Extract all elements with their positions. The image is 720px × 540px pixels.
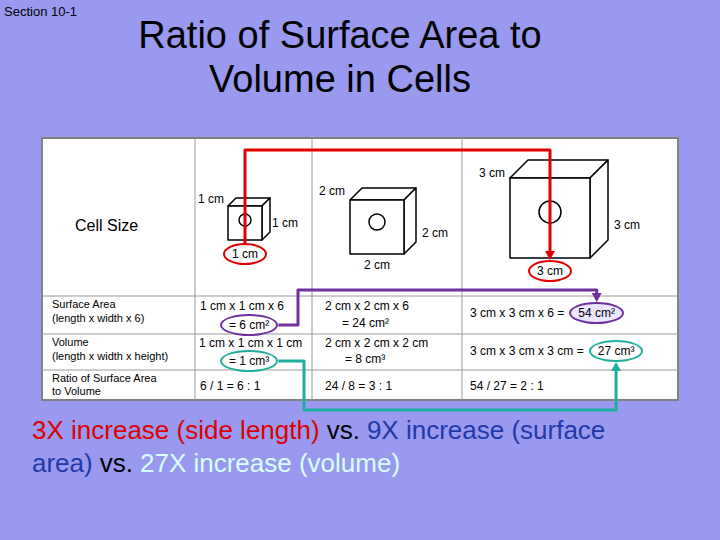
row-note: (length x width x 6)	[52, 312, 144, 325]
connector-arrow	[245, 150, 555, 260]
table-grid	[42, 138, 678, 400]
value-text: 54 cm²	[578, 306, 615, 320]
small-cube	[228, 198, 270, 240]
summary-phrase: 27X increase (volume)	[140, 448, 400, 478]
row-heading: Ratio of Surface Area to Volume	[52, 372, 164, 398]
table-cell: = 24 cm²	[342, 316, 389, 330]
circled-value: 54 cm²	[569, 302, 624, 324]
dimension-label: 1 cm	[272, 216, 298, 230]
circled-value: = 6 cm²	[220, 314, 278, 336]
arrowhead	[592, 293, 602, 302]
dimension-label: 2 cm	[422, 226, 448, 240]
table-cell: 1 cm x 1 cm x 1 cm	[199, 336, 302, 350]
value-text: = 6 cm²	[229, 318, 269, 332]
summary-word: vs.	[327, 415, 360, 445]
table-cell: 2 cm x 2 cm x 6	[325, 299, 409, 313]
connector-arrow	[278, 361, 621, 410]
row-heading: Surface Area	[52, 298, 116, 311]
dimension-label: 2 cm	[319, 184, 345, 198]
circled-value: 27 cm³	[589, 340, 644, 362]
circled-value: 3 cm	[528, 260, 572, 282]
table-cell: 3 cm x 3 cm x 6 =	[470, 306, 564, 320]
slide-title: Ratio of Surface Area to Volume in Cells	[130, 14, 550, 101]
row-heading: Volume	[52, 336, 89, 349]
value-text: 1 cm	[232, 247, 258, 261]
row-heading: Cell Size	[75, 216, 138, 235]
table-cell: 3 cm x 3 cm x 3 cm =	[470, 344, 584, 358]
row-note: (length x width x height)	[52, 350, 168, 363]
dimension-label: 1 cm	[198, 192, 224, 206]
dimension-label: 3 cm	[479, 166, 505, 180]
summary-text: 3X increase (side length)vs.9X increase …	[32, 414, 702, 481]
large-cube	[510, 160, 608, 258]
summary-phrase: 3X increase (side length)	[32, 415, 320, 445]
connector-line	[278, 290, 596, 325]
dimension-label: 3 cm	[614, 218, 640, 232]
connector-line	[245, 150, 550, 251]
value-text: = 1 cm³	[229, 354, 269, 368]
arrowhead	[611, 362, 621, 371]
table-cell: 6 / 1 = 6 : 1	[200, 379, 260, 393]
table-cell: 1 cm x 1 cm x 6	[200, 299, 284, 313]
medium-cube	[350, 188, 416, 254]
value-text: 3 cm	[537, 264, 563, 278]
table-cell: 54 / 27 = 2 : 1	[470, 379, 544, 393]
summary-word: vs.	[100, 448, 133, 478]
table-cell: 2 cm x 2 cm x 2 cm	[325, 336, 428, 350]
table-cell: = 8 cm³	[345, 352, 385, 366]
table-panel	[42, 138, 678, 400]
connector-arrow	[278, 290, 601, 325]
dimension-label: 2 cm	[364, 258, 390, 272]
circled-value: 1 cm	[223, 243, 267, 265]
table-cell: 24 / 8 = 3 : 1	[325, 379, 392, 393]
value-text: 27 cm³	[598, 344, 635, 358]
arrowhead	[545, 251, 555, 260]
circled-value: = 1 cm³	[220, 350, 278, 372]
connector-line	[278, 361, 616, 410]
section-number: Section 10-1	[4, 4, 77, 20]
